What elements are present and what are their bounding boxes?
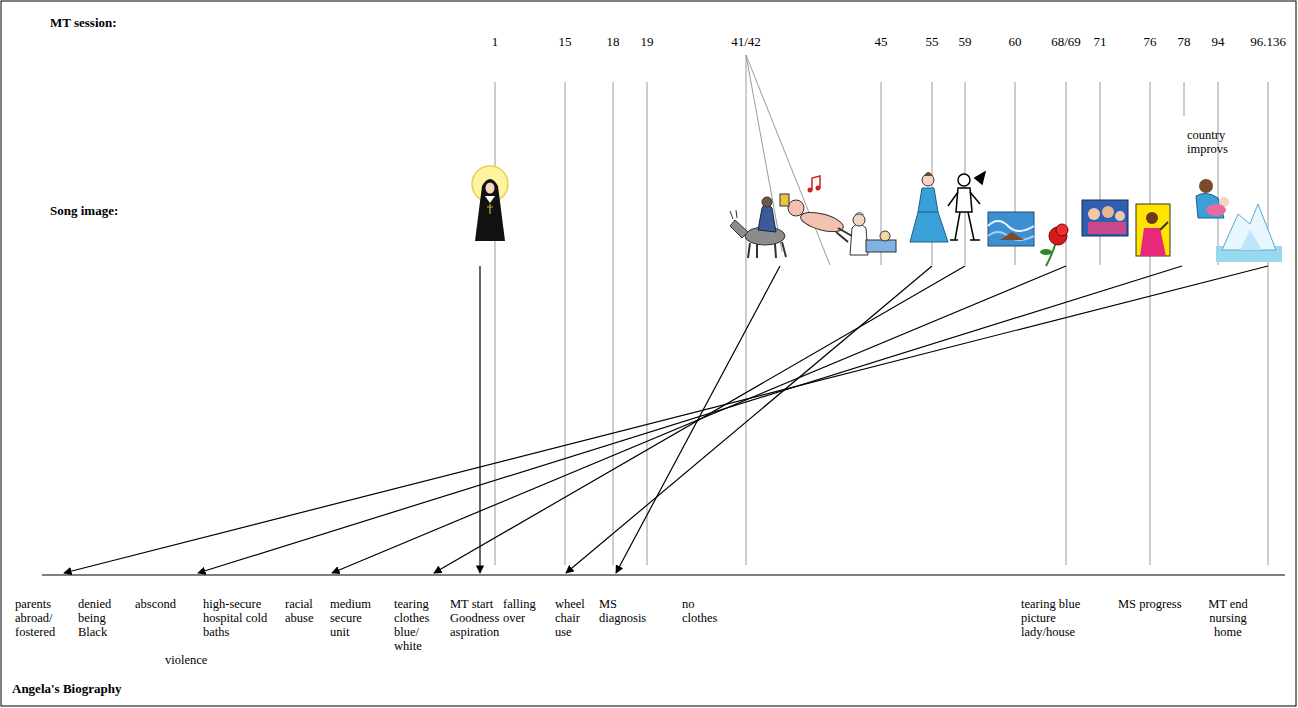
nun-image: [472, 166, 508, 241]
biography-event: MT end nursing home: [1204, 597, 1252, 639]
session-number: 76: [1144, 35, 1157, 49]
biography-event: high-secure hospital cold baths: [203, 597, 269, 639]
biography-event: falling over: [503, 597, 545, 625]
session-number: 15: [559, 35, 572, 49]
donkey-rider-image: [730, 197, 786, 258]
section-title: Angela's Biography: [12, 682, 121, 696]
session-number: 41/42: [731, 35, 761, 49]
session-number: 59: [959, 35, 972, 49]
biography-axis: [42, 574, 1285, 575]
biography-event: tearing blue picture lady/house: [1021, 597, 1081, 639]
biography-event: parents abroad/ fostered: [15, 597, 73, 639]
biography-event: tearing clothes blue/ white: [394, 597, 438, 653]
beer-man-image: [780, 176, 852, 242]
session-number: 1: [492, 35, 499, 49]
man-image: [948, 172, 985, 240]
session-number: 55: [926, 35, 939, 49]
session-number: 18: [607, 35, 620, 49]
singer-image: [1136, 204, 1170, 256]
biography-event: abscond: [135, 597, 195, 611]
biography-event: denied being Black: [78, 597, 122, 639]
session-number: 68/69: [1051, 35, 1081, 49]
biography-event: MT start Goodness aspiration: [450, 597, 504, 639]
session-note: country improvs: [1187, 128, 1241, 156]
biography-event: medium secure unit: [330, 597, 380, 639]
doctor-image: [850, 213, 896, 256]
biography-event: violence: [165, 653, 225, 667]
waves-image: [988, 212, 1034, 246]
session-number: 78: [1178, 35, 1191, 49]
biography-event: wheel chair use: [555, 597, 595, 639]
people-image: [1082, 200, 1128, 236]
iceberg-image: [1216, 204, 1282, 262]
blue-dress-lady-image: [910, 172, 948, 242]
biography-event: MS progress: [1118, 597, 1182, 611]
biography-event: no clothes: [682, 597, 732, 625]
session-number: 19: [641, 35, 654, 49]
biography-event: racial abuse: [285, 597, 325, 625]
session-number: 96.136: [1250, 35, 1286, 49]
biography-event: MS diagnosis: [599, 597, 649, 625]
session-number: 45: [875, 35, 888, 49]
rose-image: [1040, 224, 1068, 266]
link-arrows: [64, 266, 1268, 573]
row-heading: MT session:: [50, 16, 117, 30]
session-number: 71: [1094, 35, 1107, 49]
session-number: 94: [1212, 35, 1225, 49]
session-lines: [495, 55, 1268, 565]
session-number: 60: [1009, 35, 1022, 49]
mother-baby-image: [1196, 179, 1229, 218]
row-heading: Song image:: [50, 204, 118, 218]
